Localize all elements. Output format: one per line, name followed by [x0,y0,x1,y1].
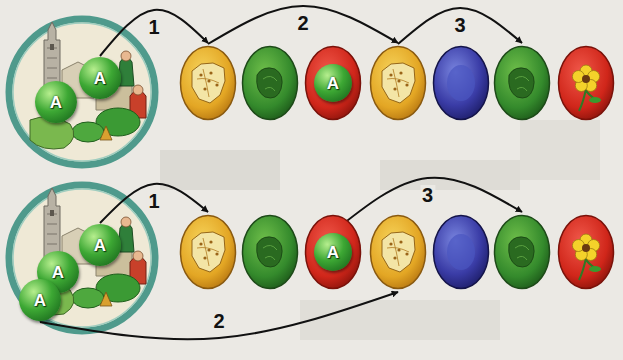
game-piece: A [35,81,77,123]
board-space [493,45,551,121]
board-space [369,45,427,121]
board-space [241,214,299,290]
move-arrow [100,10,208,56]
board-space: A [304,45,362,121]
space-outline [493,45,551,121]
piece-letter: A [327,75,339,92]
board-space [179,45,237,121]
space-outline [179,214,237,290]
board-space [557,45,615,121]
piece-letter: A [94,70,106,87]
board-space [179,214,237,290]
board-space [241,45,299,121]
board-space: A [304,214,362,290]
step-number: 2 [211,311,226,331]
space-outline [557,214,615,290]
game-piece: A [19,279,61,321]
space-outline [493,214,551,290]
space-outline [432,45,490,121]
game-piece: A [314,233,352,271]
game-piece: A [79,57,121,99]
move-arrow [333,178,522,232]
move-arrow [208,6,398,44]
city-scene [9,19,155,165]
space-outline [179,45,237,121]
piece-letter: A [52,264,64,281]
space-outline [432,214,490,290]
piece-letter: A [94,237,106,254]
move-arrow [100,184,208,223]
step-number: 1 [146,191,161,211]
space-outline [369,45,427,121]
step-number: 2 [295,13,310,33]
board-space [369,214,427,290]
piece-letter: A [50,94,62,111]
space-outline [557,45,615,121]
game-piece: A [314,64,352,102]
game-piece: A [79,224,121,266]
space-outline [241,214,299,290]
piece-letter: A [34,292,46,309]
move-arrow [40,292,398,339]
move-arrow [398,8,522,44]
space-outline [369,214,427,290]
board-space [432,214,490,290]
space-outline [241,45,299,121]
step-number: 3 [452,15,467,35]
board-space [493,214,551,290]
piece-letter: A [327,244,339,261]
board-space [557,214,615,290]
step-number: 3 [420,185,435,205]
city-scene [9,185,155,331]
step-number: 1 [146,17,161,37]
board-space [432,45,490,121]
